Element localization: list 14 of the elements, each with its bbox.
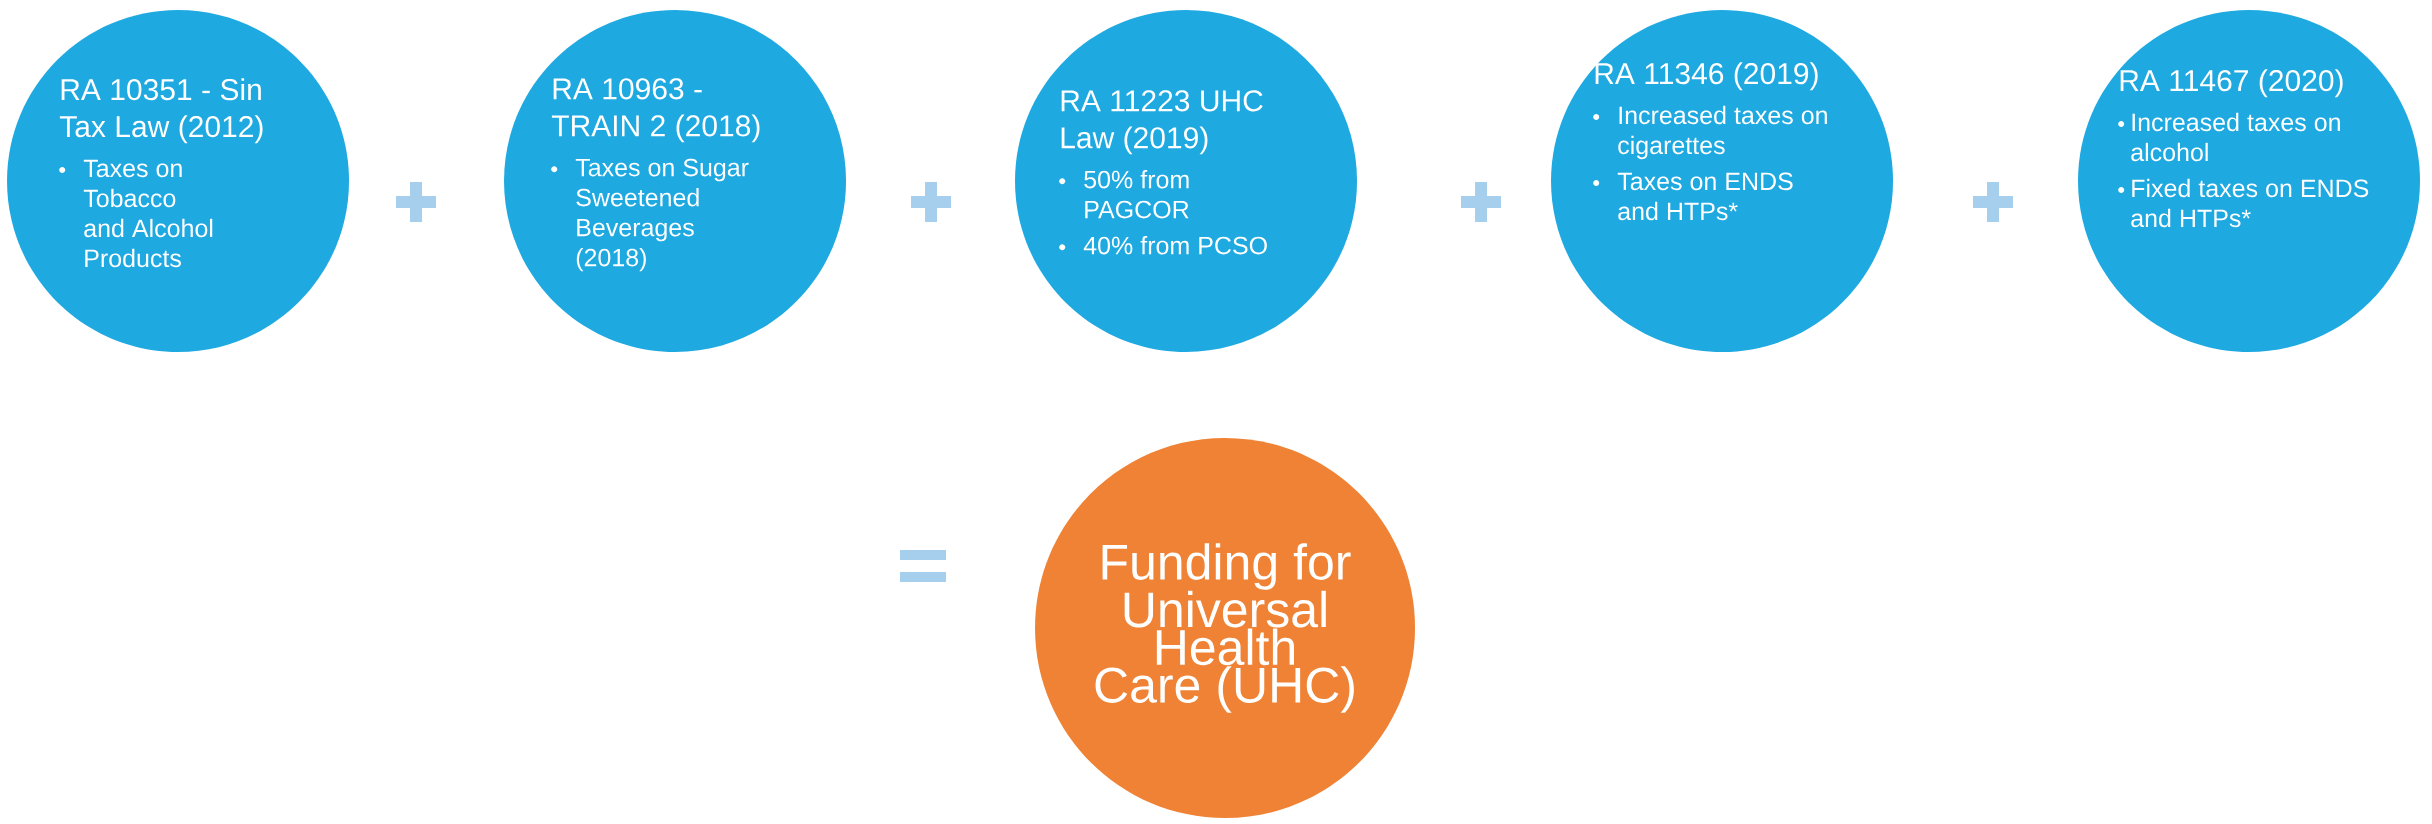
bullet-item: Taxes on Sugar Sweetened Beverages (2018) (575, 158, 749, 272)
circle-heading: RA 11467 (2020) (2120, 69, 2343, 98)
bullet-item: Increased taxes on cigarettes (1618, 105, 1827, 160)
circle-heading: RA 11346 (2019) (1595, 62, 1818, 91)
bullet-item: Fixed taxes on ENDS and HTPs* (2131, 178, 2369, 228)
bullet-item: Increased taxes on alcohol (2131, 112, 2340, 162)
bullet-item: Taxes on ENDS and HTPs* (1617, 172, 1793, 221)
circle-heading: RA 11223 UHC Law (2019) (1061, 90, 1263, 155)
bullet-item: 40% from PCSO (1083, 236, 1267, 255)
circle-title: Funding for Universal Health Care (UHC) (1095, 543, 1354, 713)
bullet-item: 50% from PAGCOR (1084, 170, 1189, 219)
bullet-item: Taxes on Tobacco and Alcohol Products (83, 159, 213, 268)
circle-heading: RA 10351 - Sin Tax Law (2012) (59, 78, 263, 144)
circle-heading: RA 10963 - TRAIN 2 (2018) (551, 78, 760, 143)
